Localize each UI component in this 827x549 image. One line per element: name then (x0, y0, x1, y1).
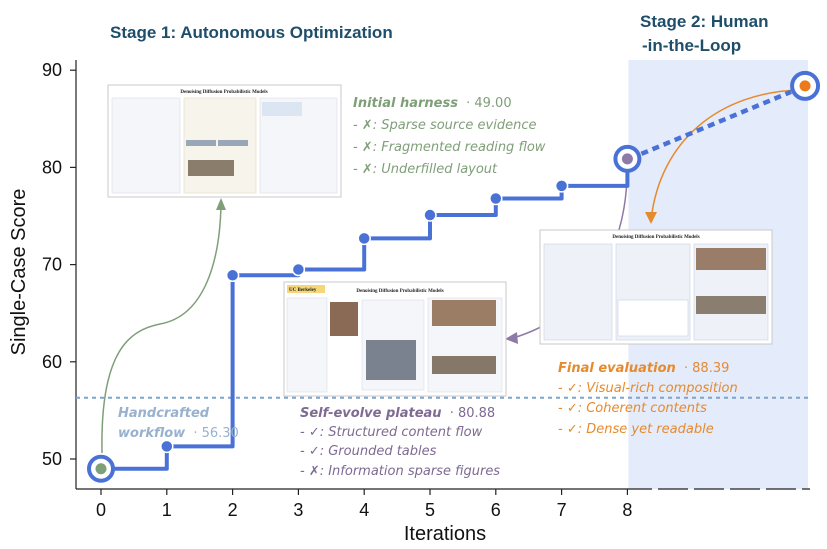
y-ticks: 50 60 70 80 90 (42, 60, 76, 469)
data-point (357, 231, 371, 246)
series-points (87, 70, 821, 483)
poster-plateau: UC Berkeley Denoising Diffusion Probabil… (283, 281, 507, 397)
initial-score: · 49.00 (466, 96, 511, 111)
final-item-2: - ✓: Dense yet readable (558, 422, 714, 437)
y-tick-label: 90 (42, 60, 62, 80)
x-axis-label: Iterations (404, 523, 486, 545)
initial-item-2: - ✗: Underfilled layout (353, 162, 498, 177)
data-point (423, 208, 437, 222)
y-tick-label: 80 (42, 157, 62, 177)
poster-initial-title: Denoising Diffusion Probabilistic Models (180, 90, 267, 95)
data-point (554, 179, 569, 193)
y-axis-label: Single-Case Score (8, 189, 30, 356)
x-tick-label: 8 (622, 500, 632, 520)
svg-text:Initial harness · 49.00: Initial harness · 49.00 (353, 96, 512, 111)
axes: 50 60 70 80 90 0 1 2 3 4 5 6 7 8 (42, 60, 810, 520)
handcrafted-line1: Handcrafted (118, 406, 210, 421)
data-point (225, 268, 240, 283)
plateau-item-0: - ✓: Structured content flow (300, 425, 483, 440)
y-tick-label: 70 (42, 255, 62, 275)
poster-plateau-badge: UC Berkeley (289, 288, 317, 293)
initial-title: Initial harness (353, 96, 458, 111)
plateau-item-1: - ✓: Grounded tables (300, 444, 437, 459)
handcrafted-line2: workflow (118, 426, 186, 441)
stage2-dashed-segment (640, 89, 792, 156)
plateau-item-2: - ✗: Information sparse figures (300, 464, 500, 479)
annotation-plateau: Self-evolve plateau · 80.88 - ✓: Structu… (300, 406, 500, 479)
initial-item-0: - ✗: Sparse source evidence (353, 118, 536, 133)
poster-initial: Denoising Diffusion Probabilistic Models (107, 84, 342, 198)
point-plateau (621, 153, 633, 165)
stage2-title-line1: Stage 2: Human (640, 12, 768, 31)
poster-plateau-title: Denoising Diffusion Probabilistic Models (356, 289, 443, 294)
point-final (799, 80, 811, 92)
final-title: Final evaluation (558, 361, 676, 376)
x-tick-label: 3 (293, 500, 303, 520)
final-score: · 88.39 (684, 361, 729, 376)
data-point (291, 262, 306, 277)
x-tick-label: 6 (491, 500, 501, 520)
final-item-0: - ✓: Visual-rich composition (558, 381, 738, 396)
stage2-title-line2: -in-the-Loop (642, 36, 741, 55)
annotation-initial: Initial harness · 49.00 - ✗: Sparse sour… (353, 96, 546, 177)
x-tick-label: 4 (359, 500, 369, 520)
plateau-title: Self-evolve plateau (300, 406, 442, 421)
handcrafted-score: · 56.30 (193, 426, 238, 441)
x-tick-label: 0 (96, 500, 106, 520)
annotation-final: Final evaluation · 88.39 - ✓: Visual-ric… (558, 361, 738, 437)
y-tick-label: 50 (42, 449, 62, 469)
arrowhead-initial (216, 198, 226, 210)
x-tick-label: 7 (557, 500, 567, 520)
data-point (489, 191, 503, 206)
svg-text:workflow · 56.30: workflow · 56.30 (118, 426, 239, 441)
stage1-title: Stage 1: Autonomous Optimization (110, 23, 393, 42)
annotation-handcrafted: Handcrafted workflow · 56.30 (118, 406, 239, 441)
x-tick-label: 2 (228, 500, 238, 520)
final-item-1: - ✓: Coherent contents (558, 401, 707, 416)
arrow-to-initial-poster (101, 203, 222, 454)
arrowhead-final (645, 212, 657, 224)
plateau-score: · 80.88 (450, 406, 495, 421)
arrowhead-plateau (505, 332, 518, 344)
poster-final: Denoising Diffusion Probabilistic Models (539, 229, 773, 345)
x-ticks: 0 1 2 3 4 5 6 7 8 (96, 489, 632, 520)
x-tick-label: 1 (162, 500, 172, 520)
initial-item-1: - ✗: Fragmented reading flow (353, 140, 546, 155)
svg-text:Final evaluation · 88.39: Final evaluation · 88.39 (558, 361, 729, 376)
x-tick-label: 5 (425, 500, 435, 520)
arrow-to-final-poster (650, 89, 801, 221)
poster-final-title: Denoising Diffusion Probabilistic Models (612, 235, 699, 240)
point-initial (95, 463, 107, 475)
svg-text:Self-evolve plateau · 80: Self-evolve plateau · 80.88 (300, 406, 495, 421)
y-tick-label: 60 (42, 352, 62, 372)
data-point (160, 439, 174, 454)
